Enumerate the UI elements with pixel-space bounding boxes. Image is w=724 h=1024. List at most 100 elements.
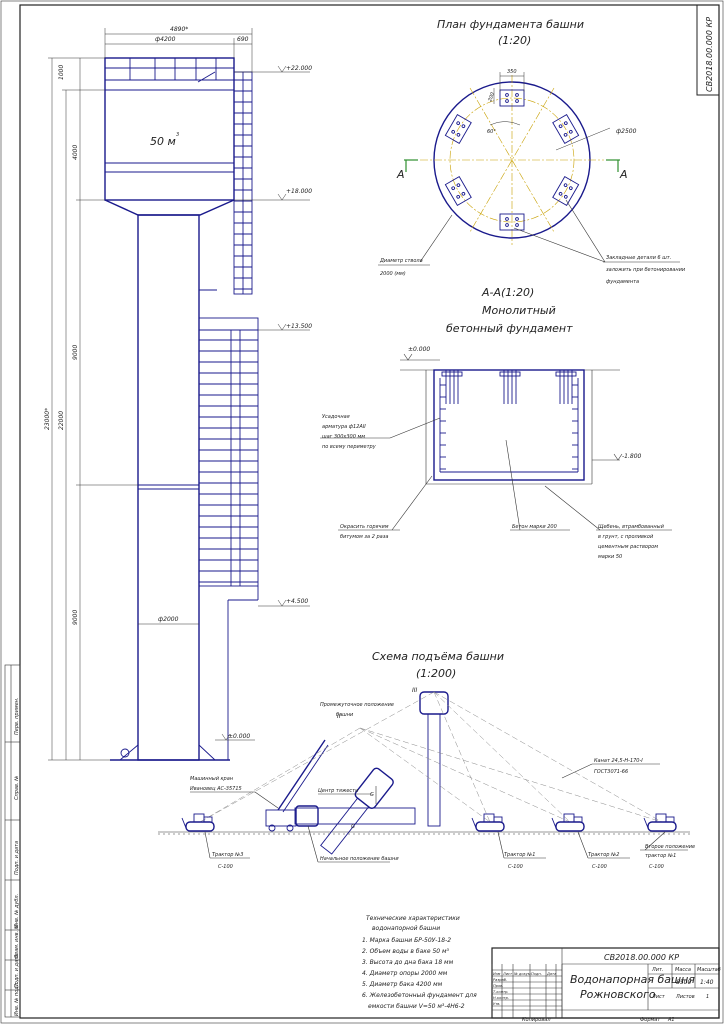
tb-role-cell: Н.контр.: [493, 996, 509, 1000]
anchor-bolt-group: [441, 370, 463, 404]
tractor3-2: С-100: [218, 864, 233, 870]
note-rebar-4: по всему периметру: [322, 444, 377, 450]
dim-200: 200: [487, 92, 496, 103]
second-2: трактор №1: [645, 853, 676, 859]
tractor-icon: [471, 813, 505, 832]
crane-boom: [277, 739, 326, 811]
section-title-2: Монолитный: [482, 304, 556, 317]
embedded-plate: [552, 175, 580, 207]
dim-690: 690: [237, 36, 249, 43]
tractor3-1: Трактор №3: [212, 852, 243, 858]
margin-label-first-use: Перв. примен.: [14, 697, 20, 735]
g2-label: G: [351, 824, 355, 830]
tech-specs: Технические характеристики водонапорной …: [362, 915, 477, 1010]
level-18000: +18.000: [286, 188, 312, 195]
ladder-rungs: [199, 79, 258, 583]
level-13500: +13.500: [286, 323, 312, 330]
margin-label-ref: Справ. №: [14, 776, 20, 800]
tb-role-cell: Утв.: [493, 1002, 501, 1006]
note-shaft-1: Диаметр ствола: [379, 258, 423, 264]
tank-cone: [104, 199, 235, 216]
dim-4890: 4890*: [170, 26, 188, 33]
embedded-plate: [444, 113, 472, 145]
tank-volume-sup: 3: [176, 132, 179, 138]
margin-label-sign-1: Подп. и дата: [14, 841, 20, 875]
tractor2-1: Трактор №2: [588, 852, 619, 858]
level-0000: ±0.000: [228, 733, 250, 740]
dim-4200: ф4200: [155, 36, 176, 43]
shaft-diameter-label: ф2000: [158, 616, 179, 623]
second-3: С-100: [649, 864, 664, 870]
tractor1-2: С-100: [508, 864, 523, 870]
specs-title-1: Технические характеристики: [366, 915, 460, 922]
dim-1000: 1000: [58, 65, 65, 80]
margin-columns: Перв. примен. Справ. № Подп. и дата Инв.…: [4, 664, 21, 1018]
foundation-section: А-А(1:20) Монолитный бетонный фундамент …: [320, 286, 672, 560]
embedded-plate: [499, 213, 525, 231]
note-gravel-3: цементным раствором: [598, 544, 658, 550]
note-gravel-4: марки 50: [598, 554, 622, 560]
spec-6: 6. Железобетонный фундамент для: [362, 992, 477, 999]
left-dimensions: [48, 57, 138, 761]
inner-frame: [19, 4, 720, 1019]
tractor-icon: [551, 813, 585, 832]
anchor-bolts: [440, 370, 578, 470]
crane-1: Машинный кран: [190, 776, 234, 782]
tb-sheets: Листов: [675, 994, 695, 1000]
tractors: [181, 813, 677, 832]
tb-mass: 8500: [676, 979, 691, 986]
tractor-icon: [643, 813, 677, 832]
embedded-plates: [444, 89, 580, 231]
note-parts-3: фундамента: [606, 279, 639, 285]
tb-header-cell: Дата: [546, 972, 556, 976]
note-parts-2: заложить при бетонировании: [606, 267, 686, 273]
anchor-bolt-group: [555, 370, 577, 404]
pos-III: III: [412, 687, 418, 694]
dim-350: 350: [507, 69, 517, 75]
g1-label: G: [370, 792, 374, 798]
cable-2: ГОСТ3071-66: [594, 769, 628, 775]
tower-elevation: 50 м 3 4890* ф4200 690 1000 4000 9000 22…: [44, 26, 312, 761]
tb-format: Формат: [640, 1017, 661, 1023]
tank-top-grid: [105, 58, 234, 83]
tb-name-1: Водонапорная башня: [570, 973, 695, 986]
dim-23000: 23000*: [44, 408, 51, 430]
cable-1: Канат 24,5-Н-170-I: [594, 758, 643, 764]
section-title: А-А(1:20): [481, 286, 534, 299]
margin-label-replace: Взам. инв. №: [14, 924, 20, 958]
margin-label-dup: Инв. № дубл.: [14, 894, 20, 928]
spec-4: 4. Диаметр опоры 2000 мм: [362, 970, 448, 977]
margin-label-sign-2: Подп. и дата: [14, 954, 20, 988]
section-level-bottom: -1.800: [622, 453, 642, 460]
specs-title-2: водонапорной башни: [372, 925, 440, 932]
top-stamp: СВ2018.00.000 КР: [696, 4, 720, 96]
note-shaft-2: 2000 (мм): [380, 271, 406, 277]
note-bitumen-1: Окрасить горячим: [340, 524, 389, 530]
pos-II: II: [337, 713, 341, 720]
top-stamp-text: СВ2018.00.000 КР: [705, 17, 714, 92]
lift-scale: (1:200): [416, 667, 456, 680]
dim-9000-upper: 9000: [72, 345, 79, 360]
upper-ladder: [233, 71, 253, 295]
tb-role-cell: Пров.: [493, 984, 503, 988]
tb-sheets-n: 1: [706, 994, 709, 1000]
tb-header-cell: № докум.: [513, 972, 532, 976]
intermediate-1: Промежуточное положение: [320, 702, 394, 708]
note-gravel-2: в грунт, с проливкой: [598, 534, 654, 540]
cg-label: Центр тяжести: [318, 788, 359, 794]
level-marks: +22.000 +18.000 +13.500 +4.500 ±0.000: [215, 65, 312, 741]
spec-5: 5. Диаметр бака 4200 мм: [362, 981, 443, 988]
embedded-plate: [552, 113, 580, 145]
tb-role-cell: Разраб.: [493, 978, 507, 982]
lifting-scheme: Схема подъёма башни (1:200) III II Проме…: [158, 650, 695, 870]
section-mark-left: А: [396, 168, 405, 181]
tb-header-cell: Изм: [493, 972, 501, 976]
note-rebar-2: арматура ф12АII: [322, 424, 366, 430]
tb-copied: Копировал: [522, 1017, 551, 1023]
tractor2-2: С-100: [592, 864, 607, 870]
spec-3: 3. Высота до дна бака 18 мм: [362, 959, 454, 966]
